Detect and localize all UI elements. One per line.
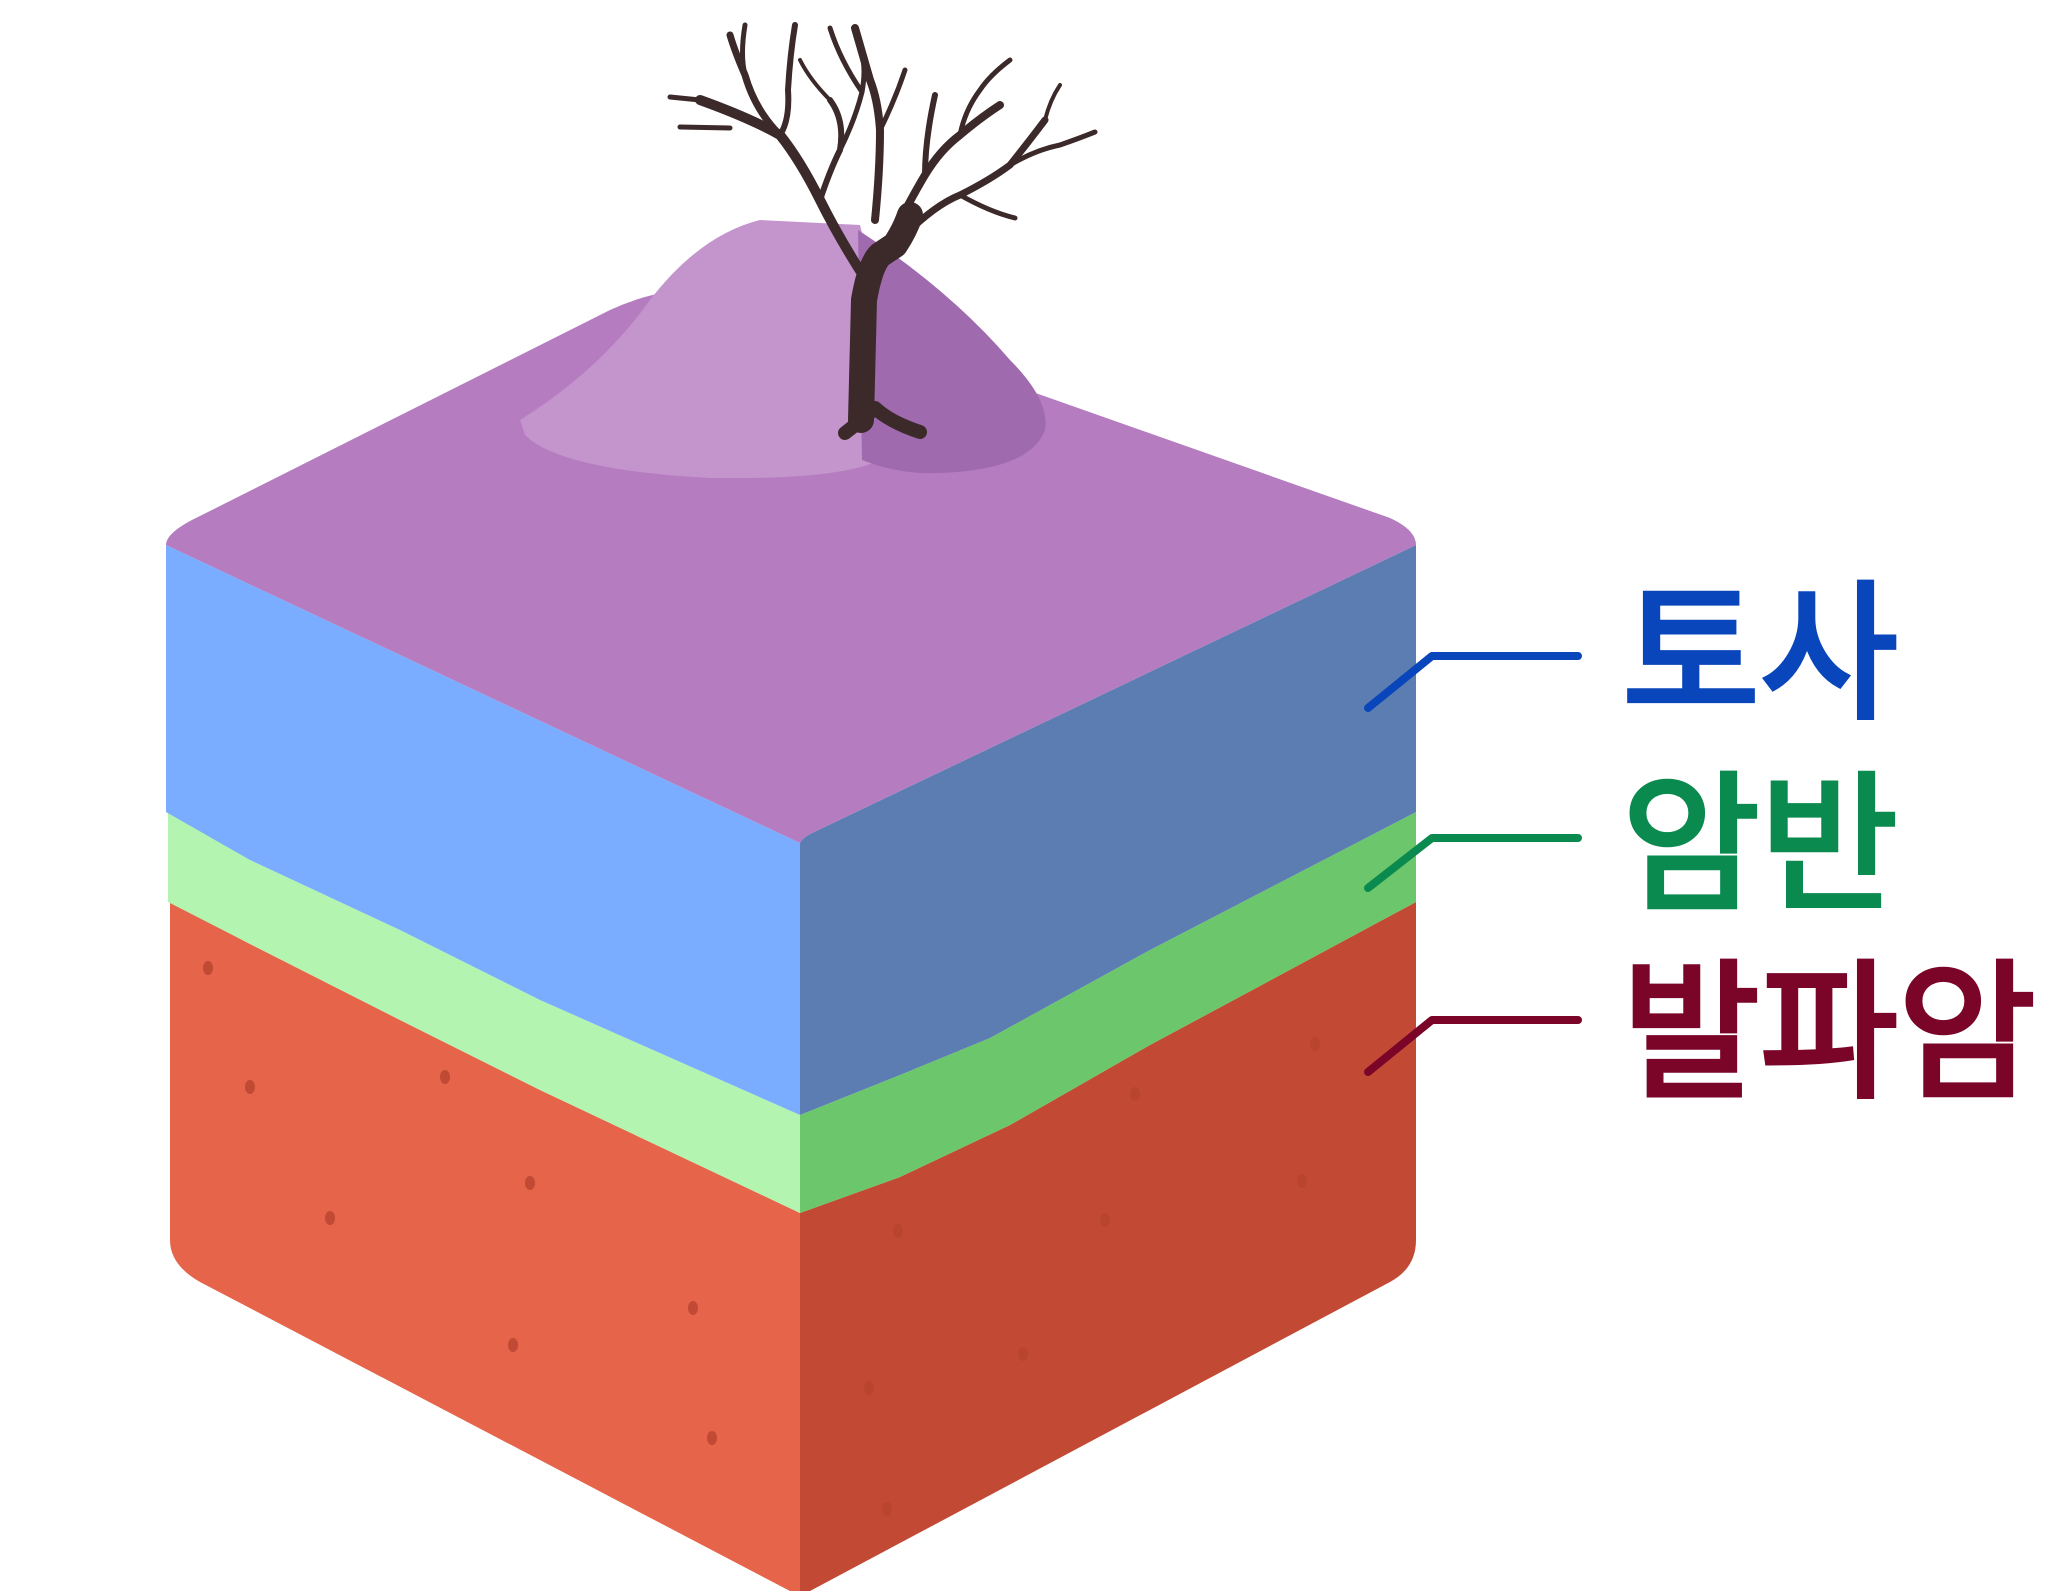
rock-speckles: [203, 961, 1320, 1516]
soil-leader-line: [1364, 652, 1582, 712]
bedrock-front-face: [168, 812, 800, 1213]
blasting-rock-layer: [170, 902, 1416, 1591]
tree-trunk: [848, 202, 923, 433]
bedrock-label: 암반: [1622, 759, 1898, 933]
blasting-rock-label: 발파암: [1622, 947, 2036, 1121]
soil-side-face: [800, 545, 1416, 1115]
blasting-rock-side-face: [800, 902, 1416, 1591]
top-surface: [166, 220, 1416, 843]
soil-front-face: [166, 545, 800, 1115]
tree-icon: [667, 22, 1098, 440]
mound-light: [520, 220, 880, 479]
soil-layer: [166, 545, 1416, 1115]
bedrock-leader-line: [1364, 834, 1582, 892]
bedrock-side-face: [800, 812, 1416, 1213]
soil-label: 토사: [1622, 568, 1898, 742]
leader-lines: [1364, 652, 1582, 1076]
blasting-rock-front-face: [170, 902, 800, 1591]
bedrock-layer: [168, 812, 1416, 1213]
top-surface-face: [166, 289, 1416, 843]
mound-shadow: [858, 230, 1046, 474]
blasting-rock-leader-line: [1364, 1016, 1582, 1076]
